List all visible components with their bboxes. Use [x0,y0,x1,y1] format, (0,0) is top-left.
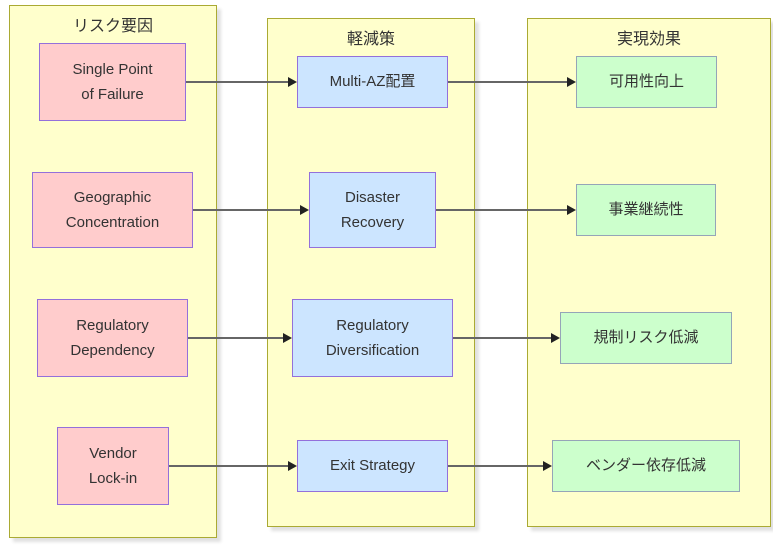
arrow-multiaz-to-availability [448,76,576,88]
node-multi-az: Multi-AZ配置 [297,56,448,108]
arrowhead-icon [300,205,309,215]
node-vendor-lock-in: Vendor Lock-in [57,427,169,505]
arrow-lockin-to-exit [169,460,297,472]
arrow-line [436,209,567,211]
arrow-line [193,209,300,211]
arrowhead-icon [567,205,576,215]
node-vendor-dependency-reduction: ベンダー依存低減 [552,440,740,492]
arrow-geo-to-dr [193,204,309,216]
node-availability-improvement: 可用性向上 [576,56,717,108]
arrow-exit-to-vendordep [448,460,552,472]
arrow-line [448,465,543,467]
arrow-regdiv-to-regrisk [453,332,560,344]
arrow-line [169,465,288,467]
node-exit-strategy: Exit Strategy [297,440,448,492]
arrow-line [448,81,567,83]
node-disaster-recovery: Disaster Recovery [309,172,436,248]
arrowhead-icon [551,333,560,343]
arrowhead-icon [283,333,292,343]
arrowhead-icon [288,77,297,87]
column-title-risk-factors: リスク要因 [72,18,153,35]
arrowhead-icon [288,461,297,471]
node-geographic-concentration: Geographic Concentration [32,172,193,248]
node-single-point-of-failure: Single Point of Failure [39,43,186,121]
node-regulatory-risk-reduction: 規制リスク低減 [560,312,732,364]
arrow-dr-to-continuity [436,204,576,216]
arrow-line [453,337,551,339]
node-regulatory-diversification: Regulatory Diversification [292,299,453,377]
arrowhead-icon [567,77,576,87]
arrow-spof-to-multiaz [186,76,297,88]
arrow-line [186,81,288,83]
node-regulatory-dependency: Regulatory Dependency [37,299,188,377]
column-title-effects: 実現効果 [616,31,681,48]
column-title-mitigations: 軽減策 [346,31,395,48]
arrow-line [188,337,283,339]
node-business-continuity: 事業継続性 [576,184,716,236]
arrow-regdep-to-regdiv [188,332,292,344]
arrowhead-icon [543,461,552,471]
